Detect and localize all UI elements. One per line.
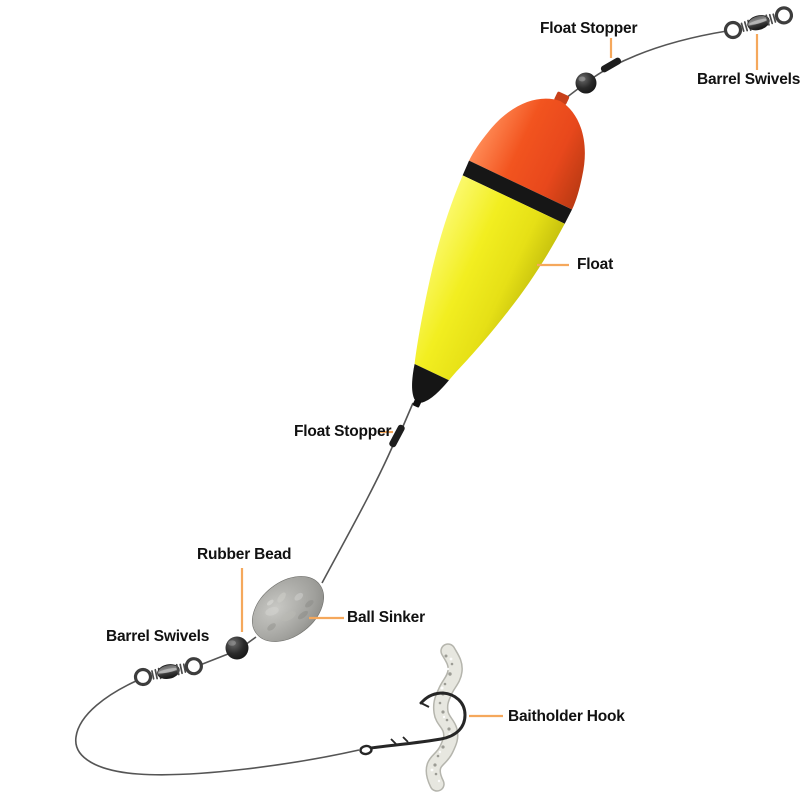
label-float-stopper-mid: Float Stopper	[294, 423, 392, 440]
baitholder-hook	[359, 691, 467, 756]
label-barrel-swivels-top: Barrel Swivels	[697, 71, 800, 88]
label-float-stopper-top: Float Stopper	[540, 20, 638, 37]
fishing-line	[75, 30, 728, 776]
float-stopper-top	[600, 57, 622, 73]
label-ball-sinker: Ball Sinker	[347, 609, 425, 626]
float-stopper-mid	[389, 424, 405, 448]
rubber-bead	[225, 636, 249, 660]
ball-sinker	[252, 576, 324, 642]
leader-lines	[240, 34, 759, 718]
bead-top	[575, 72, 597, 94]
label-rubber-bead: Rubber Bead	[197, 546, 292, 563]
label-baitholder-hook: Baitholder Hook	[508, 708, 625, 725]
barrel-swivel-bottom	[133, 657, 203, 687]
barrel-swivel-top	[723, 6, 794, 40]
float	[412, 91, 585, 408]
label-float: Float	[577, 256, 614, 273]
label-barrel-swivels-bottom: Barrel Swivels	[106, 628, 210, 645]
soft-bait-worm	[425, 643, 463, 792]
